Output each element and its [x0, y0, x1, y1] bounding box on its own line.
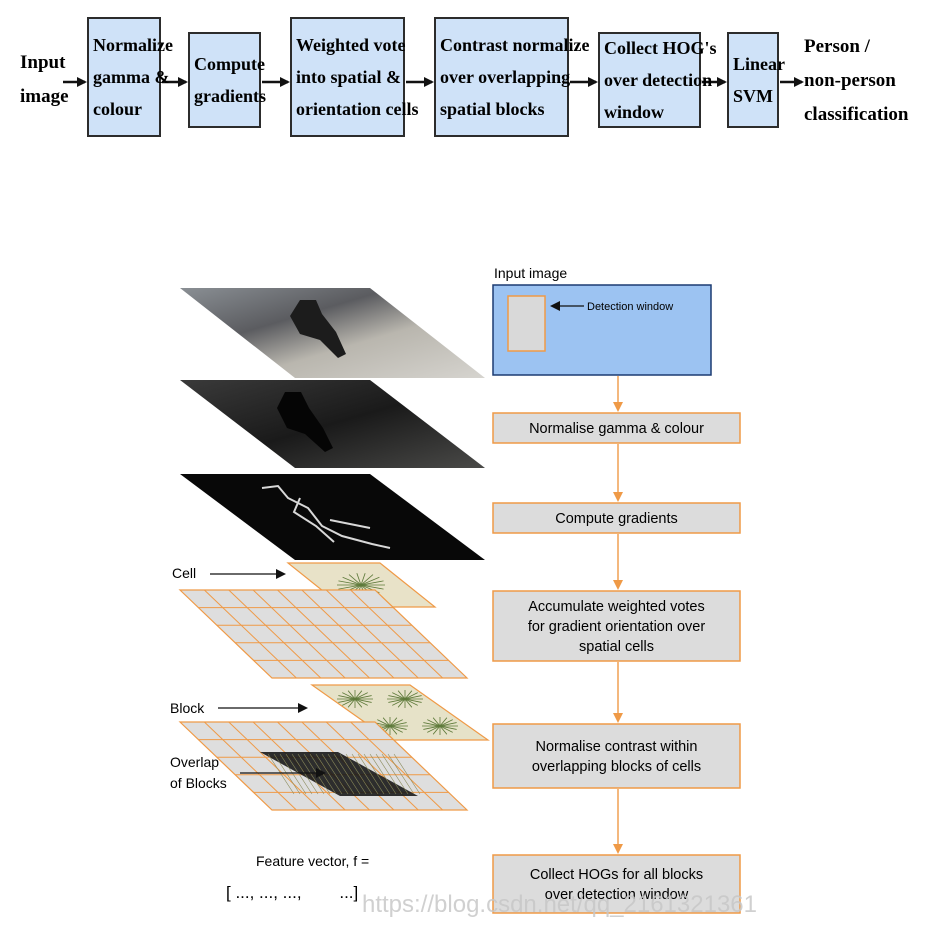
- layer-stack: Cell Block Overlap of Blocks Feature vec…: [170, 288, 490, 902]
- gradient-person-outline: [261, 484, 391, 549]
- pipeline-step-label: over detection window: [545, 887, 689, 903]
- normalized-person-silhouette: [277, 392, 333, 452]
- pipeline-step-3: Accumulate weighted votes for gradient or…: [492, 590, 741, 662]
- top-step-label: into spatial &: [296, 67, 401, 87]
- top-step-label: Linear: [733, 54, 785, 74]
- top-step-label: gamma &: [93, 67, 169, 87]
- top-step-3: Weighted vote into spatial & orientation c…: [290, 17, 418, 137]
- top-step-2: Compute gradients: [188, 32, 266, 128]
- cell-label: Cell: [172, 565, 196, 581]
- pipeline-step-label: overlapping blocks of cells: [532, 759, 701, 775]
- top-step-5: Collect HOG's over detection window: [598, 32, 716, 128]
- top-step-label: over detection: [604, 70, 712, 90]
- top-step-label: SVM: [733, 86, 773, 106]
- top-step-box: [727, 32, 779, 128]
- top-input-label-line1: Input: [20, 52, 66, 73]
- top-output-label-line3: classification: [804, 104, 909, 125]
- pipeline-step-label: Collect HOGs for all blocks: [530, 867, 703, 883]
- pipeline-step-box: [492, 854, 741, 914]
- block-label: Block: [170, 700, 205, 716]
- top-step-box: [598, 32, 701, 128]
- pipeline-step-label: spatial cells: [579, 639, 654, 655]
- gradient-layer: [180, 474, 485, 560]
- top-step-box: [87, 17, 161, 137]
- top-output-label-line1: Person /: [804, 36, 871, 57]
- block-tile: [310, 684, 490, 741]
- top-step-box: [290, 17, 405, 137]
- pipeline-step-5: Collect HOGs for all blocks over detectio…: [492, 854, 741, 914]
- pipeline-step-label: Normalise gamma & colour: [529, 421, 704, 437]
- top-step-label: Collect HOG's: [604, 38, 716, 58]
- pipeline-step-box: [492, 590, 741, 662]
- detection-window-label: Detection window: [587, 301, 673, 313]
- pipeline-step-label: Accumulate weighted votes: [528, 599, 705, 615]
- pipeline-step-label: Compute gradients: [555, 511, 678, 527]
- top-step-label: orientation cells: [296, 99, 418, 119]
- top-step-label: Normalize: [93, 35, 173, 55]
- top-step-label: window: [604, 102, 664, 122]
- feature-vector-label: Feature vector, f =: [256, 853, 369, 869]
- photo-person-silhouette: [290, 300, 346, 358]
- pipeline-step-label: Normalise contrast within: [536, 739, 698, 755]
- watermark: https://blog.csdn.net/qq_2161321361: [362, 891, 757, 918]
- pipeline-step-box: [492, 412, 741, 444]
- pipeline-step-1: Normalise gamma & colour: [492, 412, 741, 444]
- bottom-pipeline: Input image Detection window Normalise g…: [492, 265, 741, 914]
- pipeline-step-4: Normalise contrast within overlapping blo…: [492, 723, 741, 789]
- cell-grid: [178, 589, 469, 679]
- top-step-label: Contrast normalize: [440, 35, 589, 55]
- top-step-label: gradients: [194, 86, 266, 106]
- input-image-title: Input image: [494, 265, 567, 281]
- normalized-layer: [180, 380, 485, 468]
- pipeline-step-box: [492, 502, 741, 534]
- detection-window-box: [507, 295, 546, 352]
- top-output-label-line2: non-person: [804, 70, 896, 91]
- top-input-label-line2: image: [20, 86, 69, 107]
- pipeline-step-label: for gradient orientation over: [528, 619, 705, 635]
- top-step-box: [434, 17, 569, 137]
- top-step-label: Compute: [194, 54, 265, 74]
- top-step-label: spatial blocks: [440, 99, 545, 119]
- feature-vector-values: [ ..., ..., ..., ...]: [226, 883, 358, 902]
- top-step-1: Normalize gamma & colour: [87, 17, 173, 137]
- top-pipeline: Input image Normalize gamma & colour Comput…: [20, 17, 909, 137]
- overlap-label-line2: of Blocks: [170, 775, 227, 791]
- overlap-label-line1: Overlap: [170, 754, 219, 770]
- top-step-label: colour: [93, 99, 142, 119]
- top-step-4: Contrast normalize over overlapping spatia…: [434, 17, 589, 137]
- top-step-box: [188, 32, 261, 128]
- top-step-label: over overlapping: [440, 67, 570, 87]
- pipeline-step-2: Compute gradients: [492, 502, 741, 534]
- pipeline-step-box: [492, 723, 741, 789]
- top-step-label: Weighted vote: [296, 35, 406, 55]
